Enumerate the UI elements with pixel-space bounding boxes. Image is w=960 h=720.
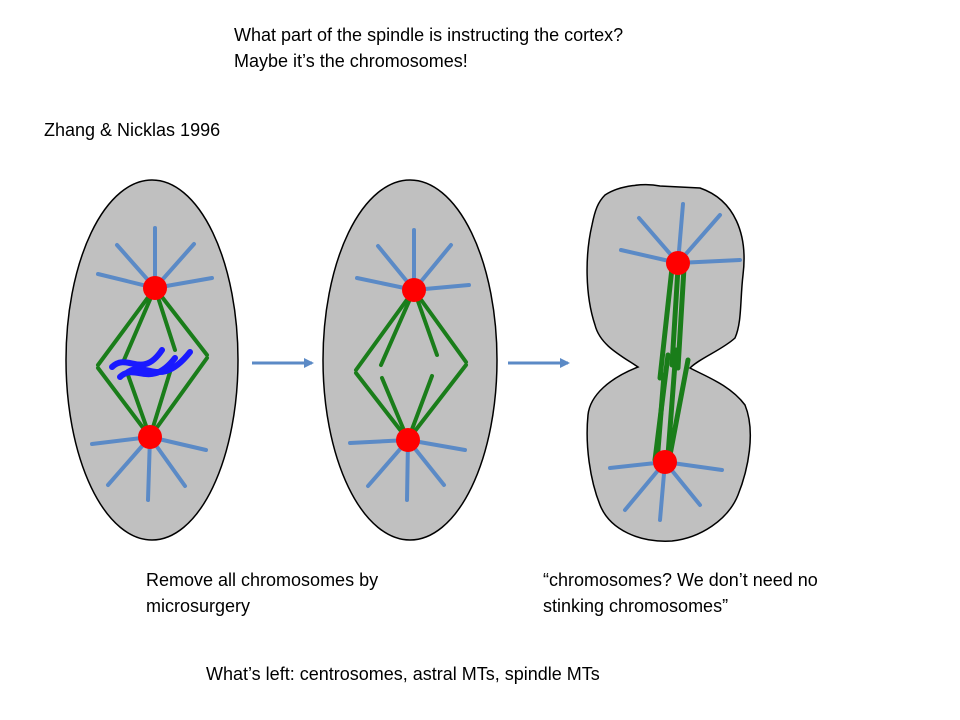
cell-3-centrosome-bottom [653,450,677,474]
caption-microsurgery: Remove all chromosomes by microsurgery [146,567,378,619]
caption-right-line-2: stinking chromosomes” [543,596,729,616]
cell-chromosomes-removed [322,179,498,541]
caption-whats-left: What’s left: centrosomes, astral MTs, sp… [206,664,600,684]
cell-3-spindle-mts [652,265,691,463]
cell-2-centrosome-top [402,278,426,302]
cell-3-centrosome-top [666,251,690,275]
citation-label: Zhang & Nicklas 1996 [44,120,221,140]
cell-1-centrosome-bottom [138,425,162,449]
question-title: What part of the spindle is instructing … [234,22,623,74]
question-line-1: What part of the spindle is instructing … [234,25,624,45]
caption-left-line-2: microsurgery [146,596,251,616]
cell-2-centrosome-bottom [396,428,420,452]
cell-2-body [322,179,498,541]
cell-cleaving [586,183,751,542]
cell-1-centrosome-top [143,276,167,300]
cell-1-chromosomes [109,347,193,380]
cell-intact [65,179,239,541]
caption-right-line-1: “chromosomes? We don’t need no [543,570,818,590]
caption-quote: “chromosomes? We don’t need no stinking … [543,567,818,619]
question-line-2: Maybe it’s the chromosomes! [234,51,468,71]
caption-left-line-1: Remove all chromosomes by [146,570,379,590]
